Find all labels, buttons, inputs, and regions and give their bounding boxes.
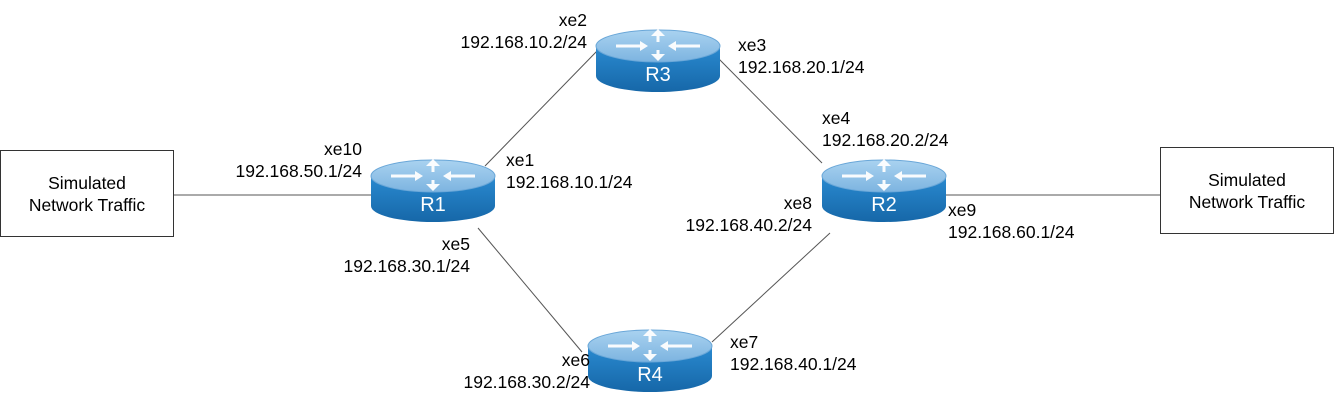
traffic-source-right[interactable]: Simulated Network Traffic <box>1160 147 1334 234</box>
xe10-name: xe10 <box>324 139 362 159</box>
xe1-ip: 192.168.10.1/24 <box>506 172 633 192</box>
xe2-name: xe2 <box>558 10 587 30</box>
interface-xe7: xe7 192.168.40.1/24 <box>730 331 857 375</box>
xe9-ip: 192.168.60.1/24 <box>948 222 1075 242</box>
xe5-name: xe5 <box>441 234 470 254</box>
xe7-name: xe7 <box>730 332 759 352</box>
xe6-name: xe6 <box>561 350 590 370</box>
interface-xe8: xe8 192.168.40.2/24 <box>660 192 812 236</box>
link-r1-r3 <box>484 49 599 167</box>
xe8-ip: 192.168.40.2/24 <box>685 215 812 235</box>
traffic-right-line2: Network Traffic <box>1188 191 1306 212</box>
xe10-ip: 192.168.50.1/24 <box>235 161 362 181</box>
xe3-ip: 192.168.20.1/24 <box>738 57 865 77</box>
xe1-name: xe1 <box>506 150 535 170</box>
router-r2[interactable]: R2 <box>820 157 948 224</box>
interface-xe4: xe4 192.168.20.2/24 <box>822 107 949 151</box>
xe4-ip: 192.168.20.2/24 <box>822 130 949 150</box>
interface-xe6: xe6 192.168.30.2/24 <box>430 349 590 393</box>
xe5-ip: 192.168.30.1/24 <box>343 256 470 276</box>
router-r4[interactable]: R4 <box>586 327 714 394</box>
router-r1-label: R1 <box>420 194 446 216</box>
xe2-ip: 192.168.10.2/24 <box>460 32 587 52</box>
interface-xe2: xe2 192.168.10.2/24 <box>430 9 587 53</box>
xe3-name: xe3 <box>738 35 767 55</box>
router-r3[interactable]: R3 <box>594 27 722 94</box>
xe4-name: xe4 <box>822 108 851 128</box>
interface-xe5: xe5 192.168.30.1/24 <box>330 233 470 277</box>
router-r4-label: R4 <box>637 364 663 386</box>
link-r1-r4 <box>477 227 583 353</box>
interface-xe1: xe1 192.168.10.1/24 <box>506 149 633 193</box>
xe7-ip: 192.168.40.1/24 <box>730 354 857 374</box>
interface-xe9: xe9 192.168.60.1/24 <box>948 199 1075 243</box>
xe6-ip: 192.168.30.2/24 <box>463 372 590 392</box>
link-r3-r2 <box>717 57 823 164</box>
interface-xe10: xe10 192.168.50.1/24 <box>200 138 362 182</box>
traffic-source-left[interactable]: Simulated Network Traffic <box>0 150 174 237</box>
interface-xe3: xe3 192.168.20.1/24 <box>738 34 865 78</box>
router-r3-label: R3 <box>645 64 671 86</box>
traffic-left-line2: Network Traffic <box>28 194 146 215</box>
xe9-name: xe9 <box>948 200 977 220</box>
traffic-left-line1: Simulated <box>48 172 126 193</box>
traffic-right-line1: Simulated <box>1208 169 1286 190</box>
router-r1[interactable]: R1 <box>369 157 497 224</box>
router-r2-label: R2 <box>871 194 897 216</box>
link-r4-r2 <box>711 232 831 343</box>
xe8-name: xe8 <box>783 193 812 213</box>
